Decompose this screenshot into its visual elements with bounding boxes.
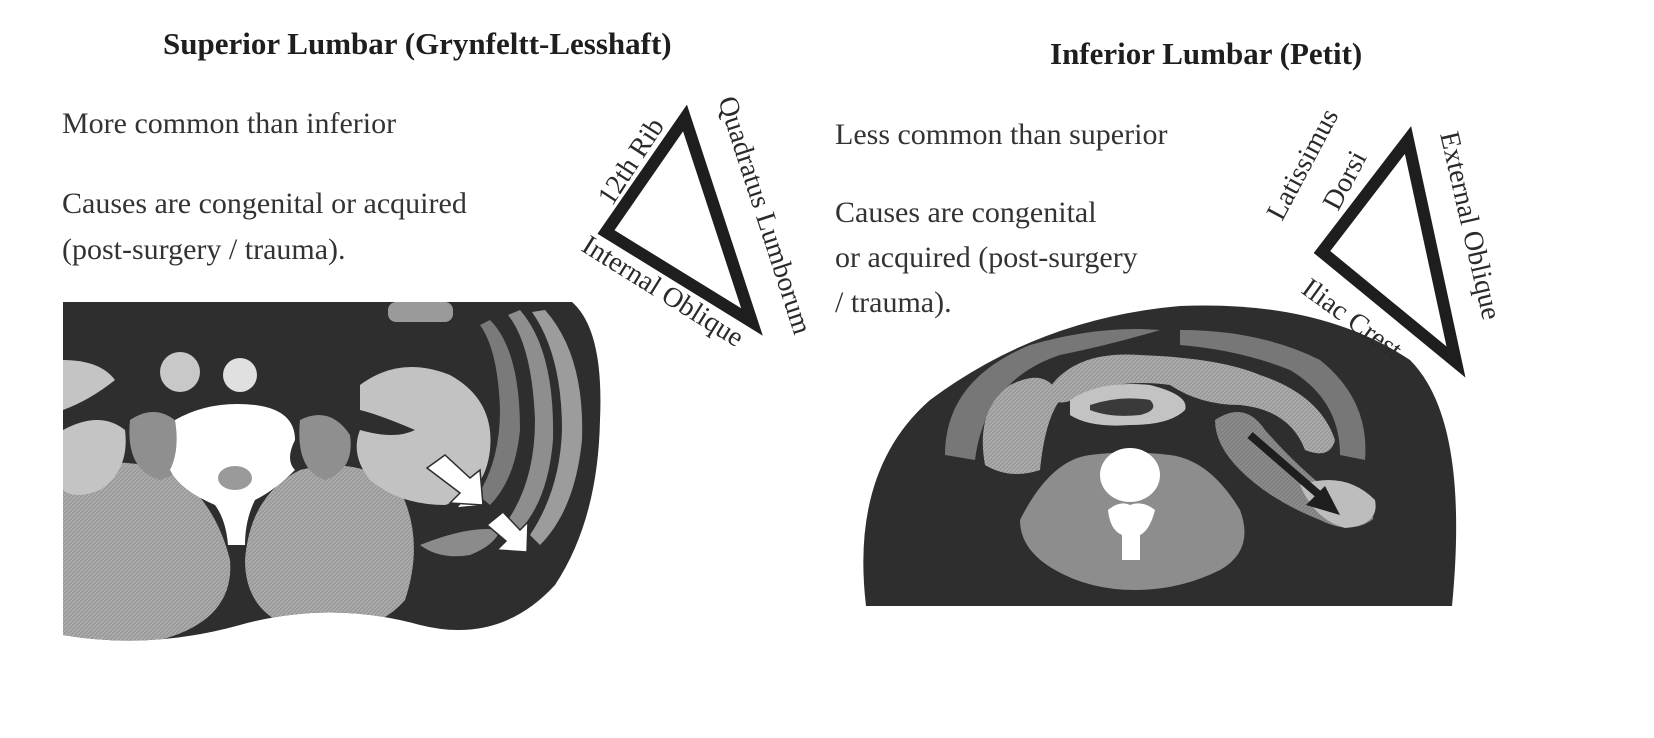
superior-causes-line1: Causes are congenital or acquired xyxy=(62,187,467,220)
superior-lumbar-triangle: 12th Rib Quadratus Lumborum Internal Obl… xyxy=(576,93,817,354)
inferior-lumbar-title: Inferior Lumbar (Petit) xyxy=(1050,36,1363,71)
inferior-causes-line1: Causes are congenital xyxy=(835,196,1097,229)
superior-lumbar-ct-section xyxy=(63,302,601,641)
inferior-hernia-arrow xyxy=(1247,431,1340,515)
superior-causes-line2: (post-surgery / trauma). xyxy=(62,233,346,266)
inferior-frequency-text: Less common than superior xyxy=(835,118,1168,151)
inferior-causes-line2: or acquired (post-surgery xyxy=(835,241,1138,274)
inferior-causes-line3: / trauma). xyxy=(835,286,952,319)
superior-lumbar-title: Superior Lumbar (Grynfeltt-Lesshaft) xyxy=(163,26,672,61)
superior-hernia-arrows xyxy=(425,454,529,553)
superior-frequency-text: More common than inferior xyxy=(62,107,397,140)
